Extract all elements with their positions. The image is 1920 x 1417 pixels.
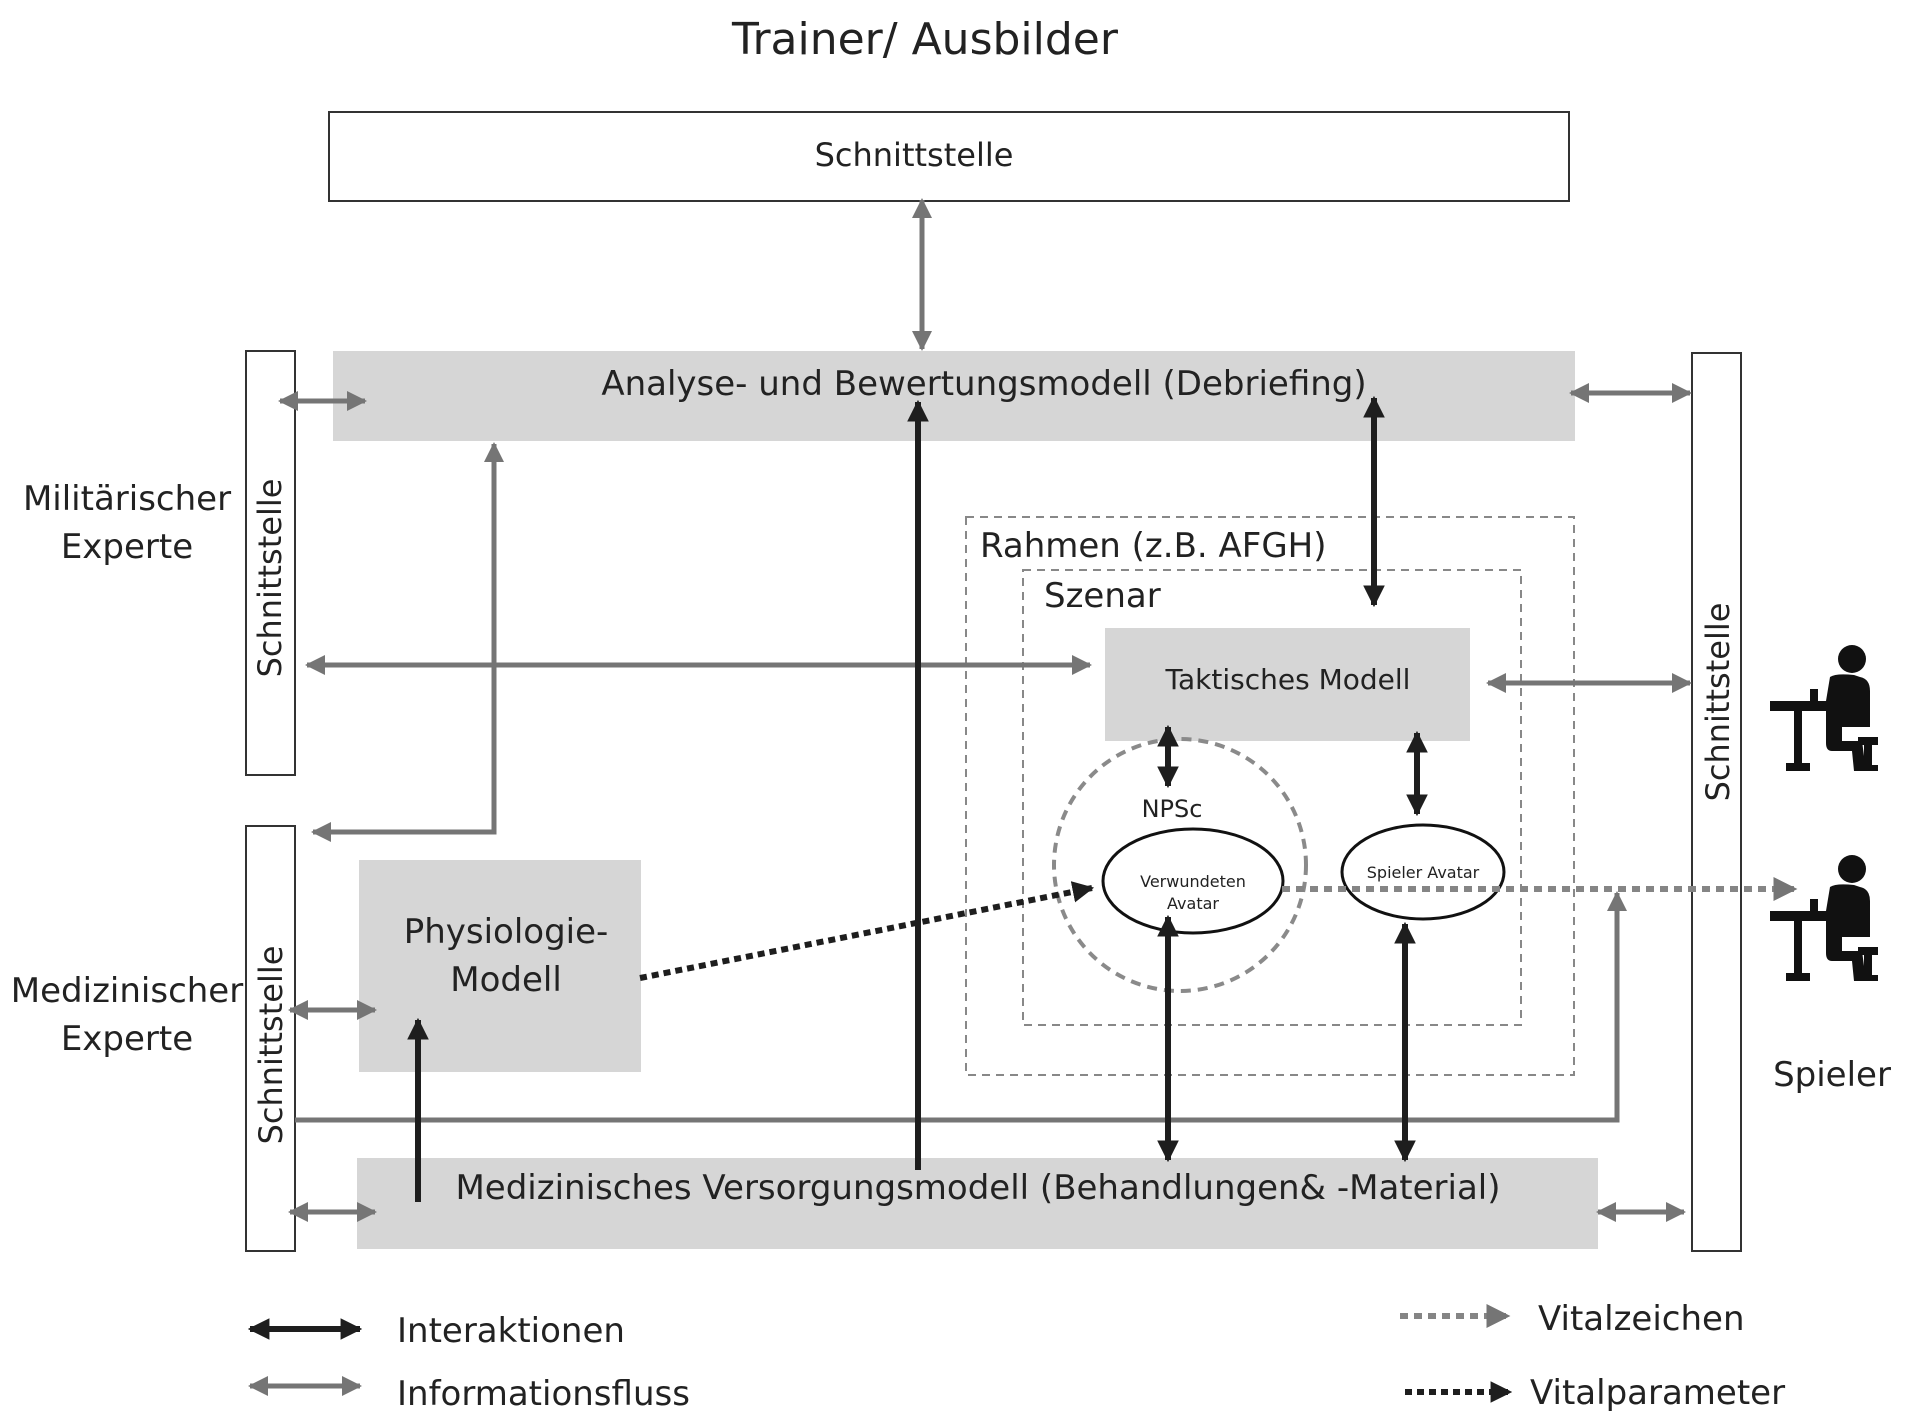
physiology-model-line2: Modell (450, 960, 562, 1000)
vital-parameter-arrow (639, 881, 1095, 981)
diagram-title: Trainer/ Ausbilder (731, 14, 1119, 65)
left-top-interface-box (245, 350, 296, 776)
info-arrow-bottom-left-to-right (295, 891, 1627, 1123)
player-at-desk-icon (1770, 645, 1878, 771)
analysis-model-label: Analyse- und Bewertungsmodell (Debriefin… (601, 364, 1366, 404)
player-avatar-label: Spieler Avatar (1367, 863, 1480, 882)
military-expert-line2: Experte (61, 527, 193, 567)
tactical-model-label: Taktisches Modell (1165, 663, 1411, 696)
medical-expert-line2: Experte (61, 1019, 193, 1059)
left-top-interface-label: Schnittstelle (251, 479, 289, 678)
npsc-dashed-circle (1052, 737, 1308, 993)
frame-label: Rahmen (z.B. AFGH) (980, 526, 1327, 566)
legend-vital-signs-label: Vitalzeichen (1538, 1299, 1745, 1339)
scenario-label: Szenar (1044, 576, 1161, 616)
top-interface-label: Schnittstelle (815, 136, 1014, 174)
wounded-avatar-ellipse (1101, 827, 1285, 935)
left-bottom-interface-label: Schnittstelle (252, 946, 290, 1145)
player-at-desk-icon (1770, 855, 1878, 981)
medical-care-model-label: Medizinisches Versorgungsmodell (Behandl… (455, 1168, 1500, 1208)
legend-interactions-label: Interaktionen (397, 1311, 625, 1351)
npsc-label: NPSc (1142, 795, 1203, 823)
physiology-model-line1: Physiologie- (404, 912, 609, 952)
wounded-avatar-line1: Verwundeten (1140, 872, 1246, 891)
legend-vital-parameters-label: Vitalparameter (1530, 1373, 1785, 1413)
info-arrow-analysis-to-medical-expert (311, 442, 504, 842)
top-interface-box (328, 111, 1570, 202)
military-expert-line1: Militärischer (23, 479, 231, 519)
legend-information-flow-label: Informationsfluss (397, 1374, 690, 1414)
wounded-avatar-line2: Avatar (1167, 894, 1219, 913)
tactical-model-box (1105, 628, 1470, 741)
left-bottom-interface-box (245, 825, 296, 1252)
medical-care-model-box (357, 1158, 1598, 1249)
player-avatar-ellipse (1340, 823, 1506, 921)
player-label: Spieler (1773, 1055, 1891, 1095)
medical-expert-line1: Medizinischer (11, 971, 243, 1011)
frame-dashed-box (965, 516, 1575, 1076)
right-interface-label: Schnittstelle (1699, 603, 1737, 802)
right-interface-box (1691, 352, 1742, 1252)
physiology-model-box (359, 860, 641, 1072)
